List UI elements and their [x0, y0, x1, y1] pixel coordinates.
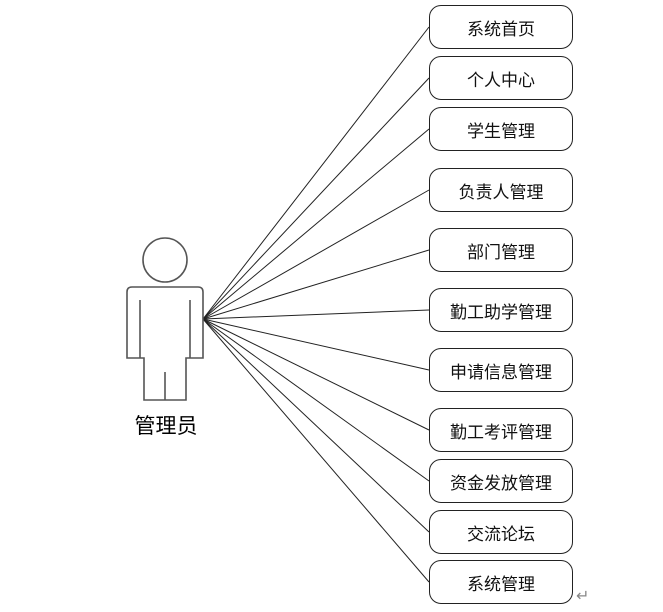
use-case-label: 系统管理	[467, 574, 535, 595]
use-case-label: 学生管理	[467, 121, 535, 142]
actor-label: 管理员	[134, 414, 198, 438]
actor-head	[142, 237, 188, 283]
connector-line-2	[202, 128, 430, 320]
use-case-9: 交流论坛	[429, 510, 573, 554]
connector-line-5	[202, 309, 430, 320]
connector-line-9	[202, 318, 430, 533]
connector-line-0	[202, 26, 430, 320]
use-case-3: 负责人管理	[429, 168, 573, 212]
connector-line-4	[202, 249, 430, 320]
use-case-7: 勤工考评管理	[429, 408, 573, 452]
use-case-label: 个人中心	[467, 70, 535, 91]
use-case-4: 部门管理	[429, 228, 573, 272]
use-case-5: 勤工助学管理	[429, 288, 573, 332]
use-case-0: 系统首页	[429, 5, 573, 49]
use-case-label: 交流论坛	[467, 524, 535, 545]
connector-line-1	[202, 77, 430, 320]
paragraph-mark: ↵	[576, 586, 590, 605]
connector-line-3	[202, 189, 430, 320]
use-case-label: 部门管理	[467, 242, 535, 263]
connector-lines	[202, 26, 430, 583]
use-case-label: 资金发放管理	[450, 473, 552, 494]
use-case-10: 系统管理	[429, 560, 573, 604]
use-case-label: 勤工考评管理	[450, 422, 552, 443]
connector-line-6	[202, 318, 430, 371]
use-case-label: 勤工助学管理	[450, 302, 552, 323]
use-case-label: 负责人管理	[458, 182, 544, 203]
use-case-1: 个人中心	[429, 56, 573, 100]
use-case-label: 申请信息管理	[450, 362, 552, 383]
connector-line-7	[202, 318, 430, 431]
connector-line-8	[202, 318, 430, 482]
use-case-8: 资金发放管理	[429, 459, 573, 503]
use-case-2: 学生管理	[429, 107, 573, 151]
actor-figure	[126, 237, 204, 401]
use-case-label: 系统首页	[467, 19, 535, 40]
use-case-6: 申请信息管理	[429, 348, 573, 392]
connector-line-10	[202, 318, 430, 583]
actor-body	[126, 286, 204, 401]
